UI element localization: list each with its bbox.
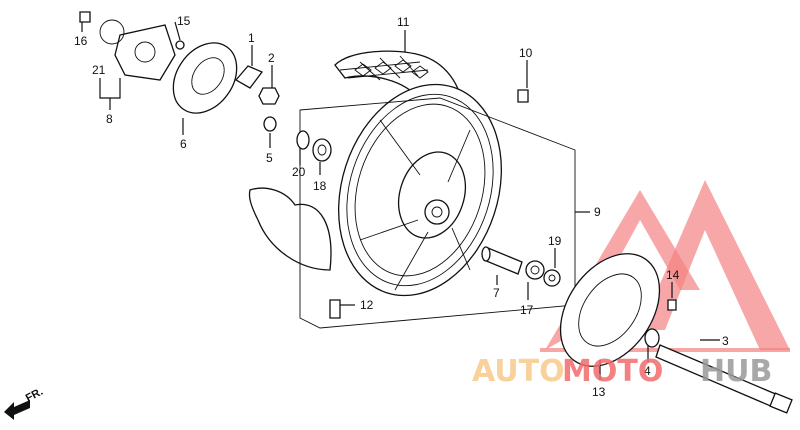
label-12: 12: [360, 298, 374, 312]
direction-label: FR.: [24, 386, 45, 405]
watermark-hub: HUB: [700, 354, 772, 389]
label-7: 7: [493, 286, 500, 300]
label-14: 14: [666, 268, 680, 282]
label-9: 9: [594, 205, 601, 219]
bearing-17: [525, 260, 545, 280]
watermark-text: AUTO MOTO HUB: [472, 354, 772, 389]
washer-5: [263, 116, 277, 132]
label-1: 1: [248, 31, 255, 45]
label-2: 2: [268, 51, 275, 65]
bearing-18: [312, 138, 332, 162]
label-8: 8: [106, 112, 113, 126]
watermark-moto: MOTO: [562, 354, 663, 389]
label-11: 11: [397, 15, 410, 29]
leader-lines: [81, 21, 720, 380]
watermark-auto: AUTO: [472, 354, 565, 389]
damper-holder: [172, 42, 238, 114]
part-labels: 1 2 3 4 5 6 7 8 9 10 11 12 13 14 15 16 1…: [74, 14, 729, 399]
label-16: 16: [74, 34, 88, 48]
dust-seal-19: [543, 269, 561, 287]
side-collar: [644, 328, 660, 348]
label-13: 13: [592, 385, 606, 399]
nut-2: [258, 87, 280, 105]
axle: [655, 344, 793, 414]
label-20: 20: [292, 165, 306, 179]
valve: [329, 299, 341, 319]
label-3: 3: [722, 334, 729, 348]
rear-wheel-rim: [338, 83, 502, 297]
label-10: 10: [519, 46, 533, 60]
disc-bolt: [667, 299, 677, 311]
label-15: 15: [177, 14, 191, 28]
label-21: 21: [92, 63, 106, 77]
label-4: 4: [644, 364, 651, 378]
distance-collar: [481, 246, 523, 275]
label-19: 19: [548, 234, 562, 248]
final-driven-flange: [99, 19, 176, 81]
label-18: 18: [313, 179, 327, 193]
label-5: 5: [266, 151, 273, 165]
oil-seal-20: [296, 130, 310, 150]
tire-flap: [248, 187, 332, 271]
clip-10: [517, 89, 529, 103]
damper-rubber: [234, 65, 264, 89]
flange-nut: [79, 11, 91, 23]
watermark-triangle-right: [640, 180, 790, 350]
flange-bolt-15: [175, 40, 185, 50]
front-direction-arrow: FR.: [4, 386, 45, 420]
label-6: 6: [180, 137, 187, 151]
brake-disc: [559, 253, 661, 367]
label-17: 17: [520, 303, 534, 317]
